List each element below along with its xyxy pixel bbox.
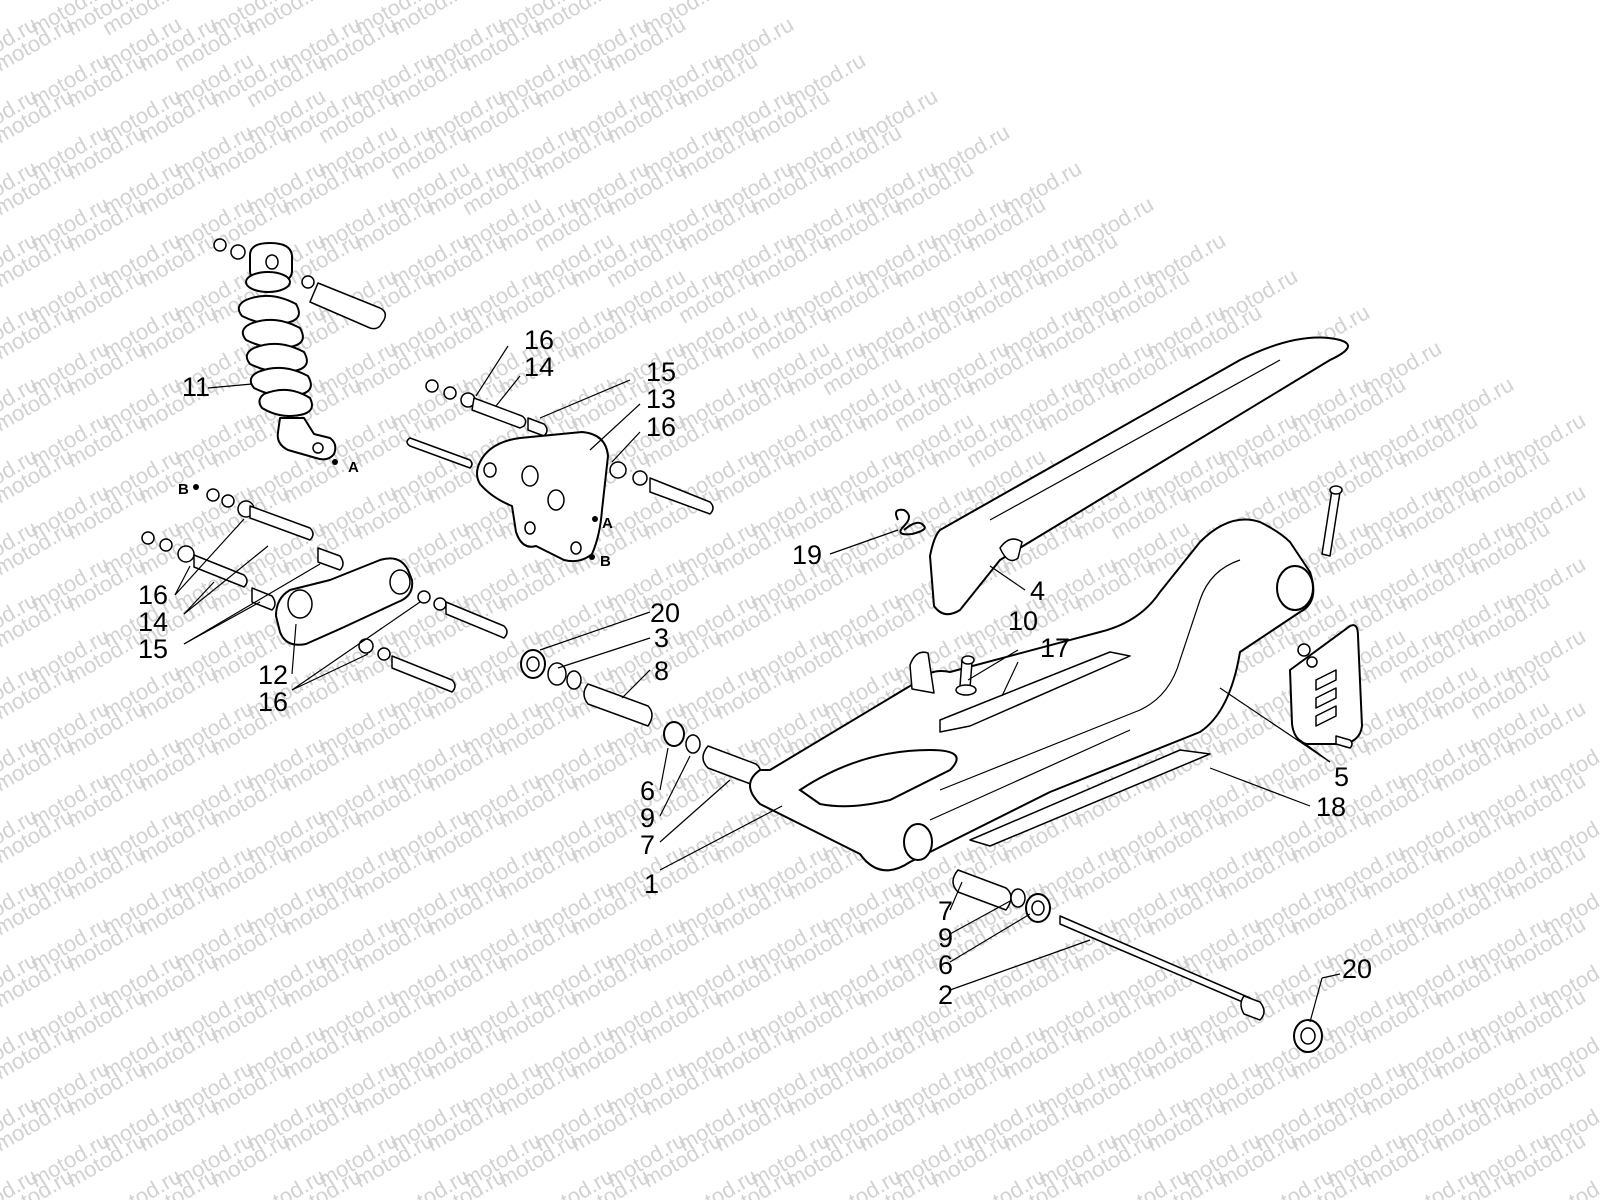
callout-20: 20 [1342,954,1372,984]
callout-8: 8 [654,656,669,686]
callout-9: 9 [938,923,953,953]
callout-1: 1 [644,869,659,899]
chain-guard [929,336,1349,616]
callout-16: 16 [524,325,554,355]
callout-11: 11 [182,372,210,402]
spring-clip [895,508,926,536]
callout-16: 16 [646,412,676,442]
callout-3: 3 [654,623,669,653]
callout-19: 19 [792,540,822,570]
callout-15: 15 [646,357,676,387]
shock-absorber [213,238,387,461]
callout-16: 16 [138,580,168,610]
callout-13: 13 [646,384,676,414]
callout-17: 17 [1040,633,1070,663]
upper-guard-plate [939,651,1131,733]
marker-a-bracket: A [602,515,613,532]
callout-6: 6 [640,776,655,806]
callout-9: 9 [640,803,655,833]
marker-b-bracket: B [600,553,611,570]
callout-16: 16 [258,687,288,717]
pivot-bushings-left [520,649,762,787]
callout-7: 7 [938,896,953,926]
marker-a-shock: A [348,459,359,476]
linkage-rocker [141,484,508,693]
callout-10: 10 [1008,606,1038,636]
callout-2: 2 [938,980,953,1010]
callout-18: 18 [1316,792,1346,822]
pivot-axle-assembly [952,869,1323,1053]
callout-15: 15 [138,634,168,664]
callout-14: 14 [138,607,168,637]
callout-6: 6 [938,950,953,980]
lower-guard-plate [969,749,1211,847]
callout-14: 14 [524,352,554,382]
callout-20: 20 [650,598,680,628]
leader-lines [174,345,1341,1023]
guard-screw [955,655,977,696]
callout-5: 5 [1334,762,1349,792]
linkage-bracket [406,379,714,563]
callout-12: 12 [258,660,288,690]
callout-4: 4 [1030,576,1045,606]
callout-7: 7 [640,830,655,860]
sprocket-cover [1289,624,1363,749]
connection-markers: A A B B [178,459,613,570]
marker-b-linkage: B [178,481,189,498]
callouts: 11 16 14 15 13 16 16 14 15 12 16 20 3 8 … [138,325,1372,1010]
